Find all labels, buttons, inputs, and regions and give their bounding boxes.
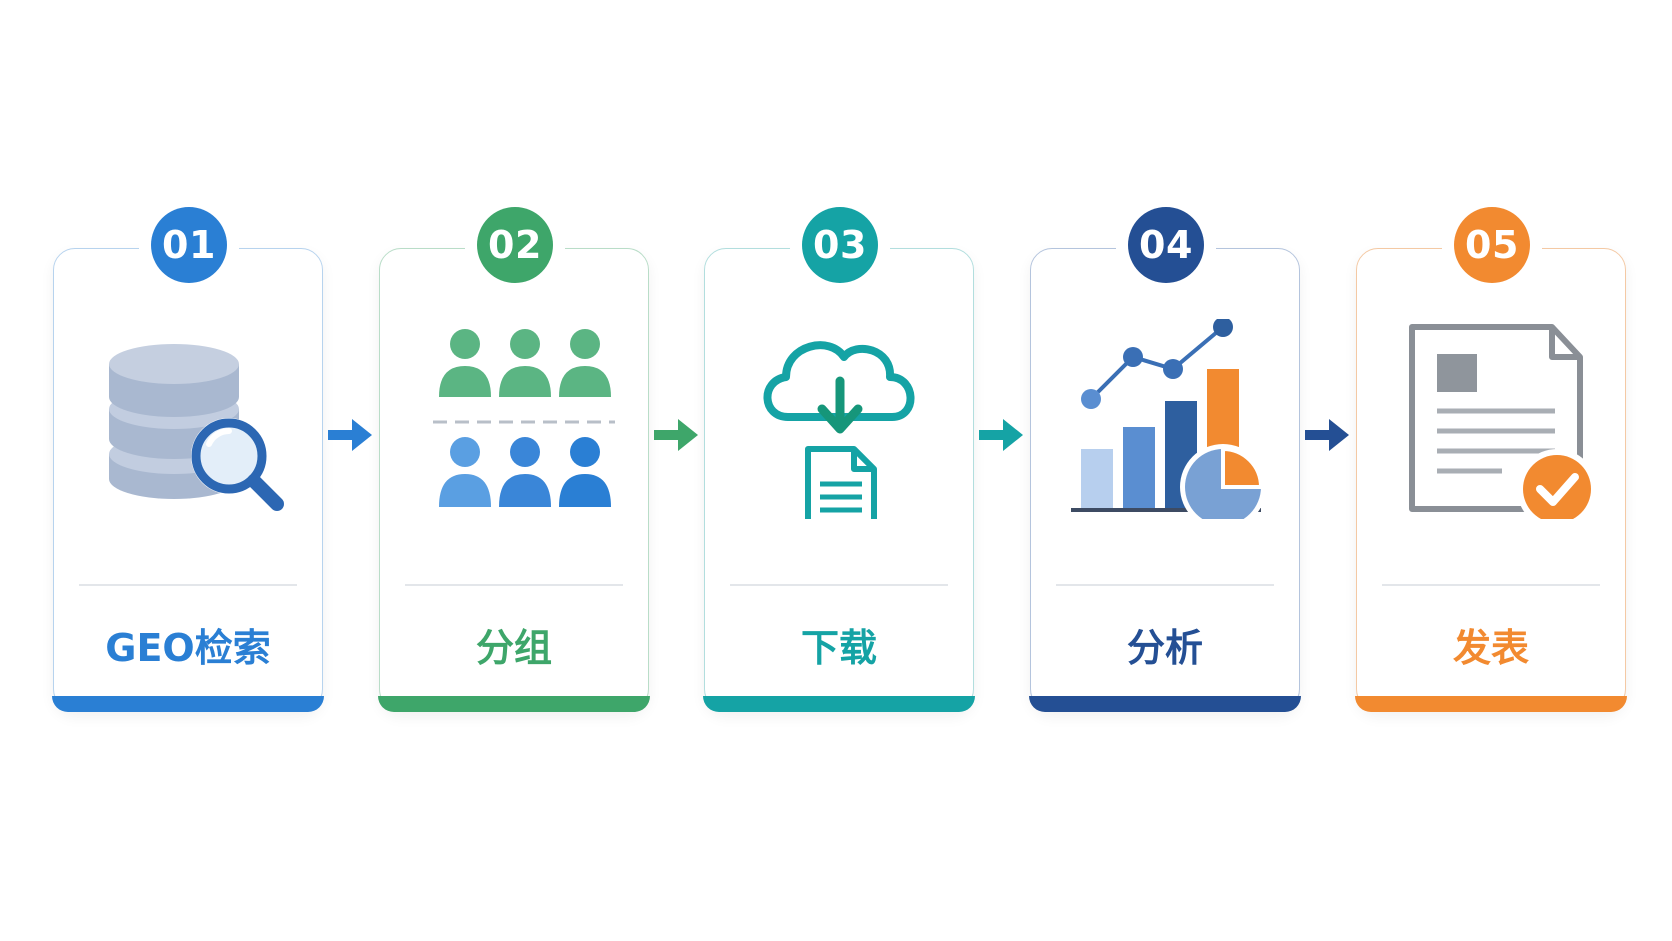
step-label: GEO检索 [105,626,271,670]
card-accent-bar [703,695,975,712]
card-divider [405,584,623,586]
chart-analysis-icon [1071,319,1266,519]
card-accent-bar [1355,695,1627,712]
database-search-icon [109,344,284,511]
card-divider [730,584,948,586]
arrow-right-icon [1305,419,1349,451]
step-number-badge: 05 [1454,207,1530,283]
card-divider [79,584,297,586]
step-card-2: 02 分组 [378,207,650,712]
card-accent-bar [1029,695,1301,712]
card-accent-bar [52,695,324,712]
arrow-right-icon [328,419,372,451]
step-number-badge: 03 [802,207,878,283]
arrow-right-icon [979,419,1023,451]
step-label: 分组 [475,626,552,670]
step-card-1: 01 GEO检索 [52,207,324,712]
document-check-icon [1409,324,1592,519]
cloud-download-icon [763,341,915,519]
step-number-badge: 04 [1128,207,1204,283]
step-card-4: 04 分析 [1029,207,1301,712]
card-accent-bar [378,695,650,712]
step-card-3: 03 下载 [703,207,975,712]
step-label: 下载 [800,626,877,670]
card-divider [1056,584,1274,586]
step-number-badge: 02 [477,207,553,283]
card-divider [1382,584,1600,586]
step-label: 分析 [1126,626,1203,670]
step-card-5: 05 发表 [1355,207,1627,712]
step-number-badge: 01 [151,207,227,283]
step-label: 发表 [1452,626,1529,670]
people-groups-icon [433,329,615,507]
arrow-right-icon [654,419,698,451]
